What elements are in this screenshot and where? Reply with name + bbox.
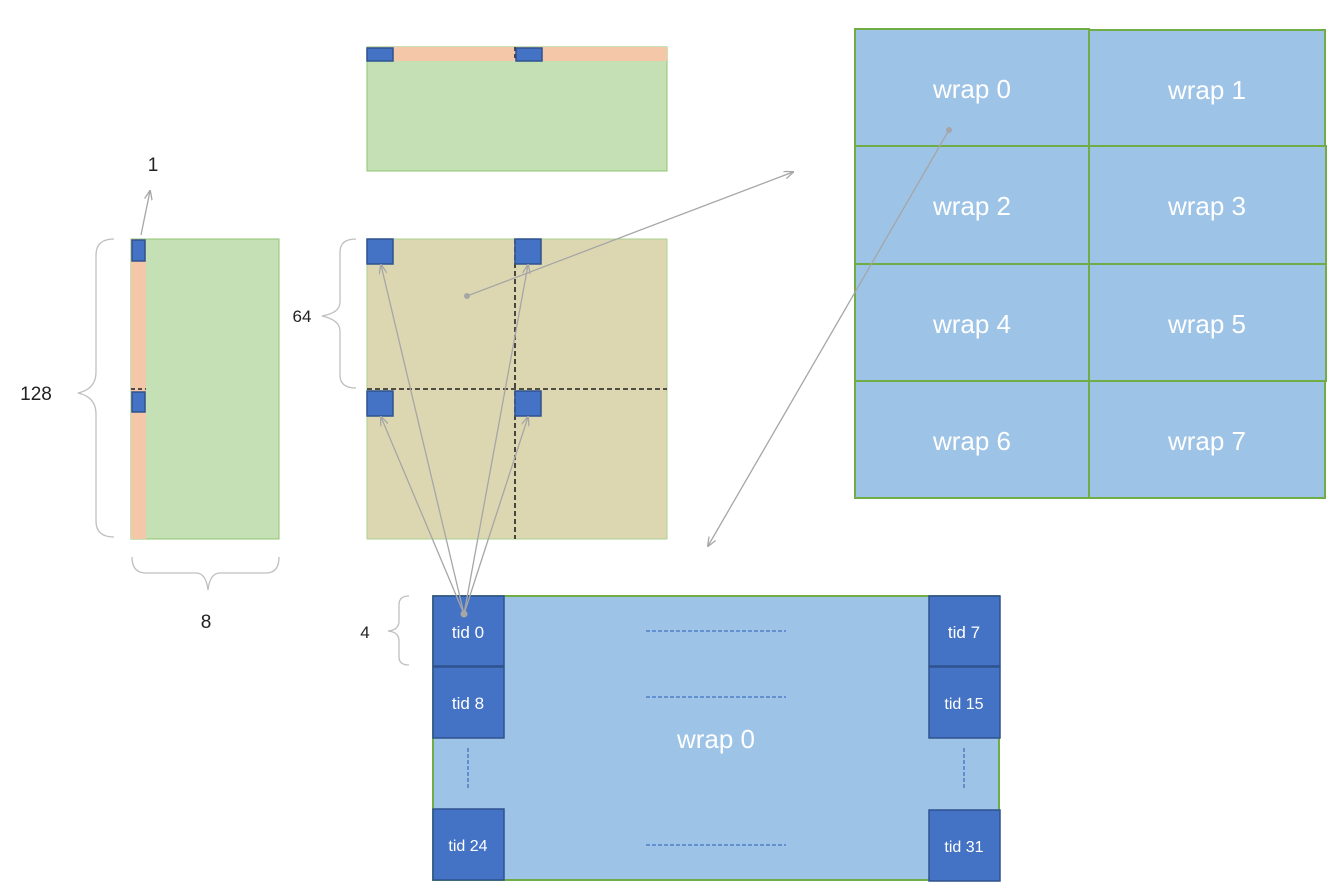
warp-detail-body	[432, 595, 1000, 881]
left-matrix-block-top	[131, 239, 146, 262]
label-dim-8: 8	[201, 612, 212, 633]
center-block-bl	[366, 390, 394, 417]
brace-8	[131, 556, 280, 591]
arrow-tid0-to-block-br	[463, 417, 528, 615]
tid-label-31: tid 31	[944, 839, 983, 856]
warp-label-7: wrap 7	[1167, 426, 1246, 456]
warp-label-1: wrap 1	[1167, 75, 1246, 105]
tid-box-15	[928, 666, 1001, 739]
tid-box-8	[432, 666, 505, 739]
tid-label-8: tid 8	[452, 694, 484, 713]
tid-box-7	[928, 595, 1001, 667]
tid-label-7: tid 7	[948, 623, 980, 642]
tid-box-31	[928, 809, 1001, 882]
warp-cell-6	[854, 380, 1090, 499]
tid-box-24	[432, 808, 505, 881]
warp-detail-title: wrap 0	[676, 724, 755, 754]
grid-to-detail-arrow	[708, 127, 952, 546]
warp-grid: wrap 0 wrap 1 wrap 2 wrap 3 wrap 4 wrap …	[854, 28, 1327, 499]
warp-label-4: wrap 4	[932, 309, 1011, 339]
label-dim-4: 4	[360, 623, 369, 642]
warp-label-6: wrap 6	[932, 426, 1011, 456]
tid-to-block-arrows	[381, 265, 528, 618]
tid-label-15: tid 15	[944, 696, 983, 713]
warp-label-0: wrap 0	[932, 74, 1011, 104]
center-matrix: 64	[293, 238, 668, 540]
tid-label-0: tid 0	[452, 623, 484, 642]
arrow-tid0-to-block-tr	[463, 265, 528, 615]
center-to-grid-arrow	[464, 172, 793, 299]
top-matrix-block-left	[366, 47, 394, 62]
brace-128	[77, 238, 115, 538]
tid-label-24: tid 24	[448, 838, 487, 855]
warp-cell-7	[1088, 380, 1326, 499]
top-matrix-block-mid	[515, 47, 543, 62]
arrow-tid0-to-block-tl	[381, 265, 465, 615]
center-block-tl	[366, 238, 394, 265]
top-matrix-body	[366, 46, 668, 172]
label-dim-128: 128	[20, 384, 52, 405]
warp-label-2: wrap 2	[932, 191, 1011, 221]
left-matrix-width-arrow	[140, 191, 150, 236]
top-matrix	[366, 46, 668, 172]
warp-cell-4	[854, 263, 1090, 382]
left-matrix-block-mid	[131, 391, 146, 413]
brace-4	[387, 595, 410, 666]
center-block-br	[514, 390, 542, 417]
left-matrix: 1 128 8	[20, 155, 280, 633]
brace-64	[321, 238, 357, 389]
warp-detail: wrap 0 tid 0 tid 7 tid 8 tid 15 tid 24 t…	[360, 595, 1001, 882]
warp-cell-0	[854, 28, 1090, 147]
label-dim-1: 1	[148, 155, 159, 176]
center-block-tr	[514, 238, 542, 265]
label-dim-64: 64	[293, 307, 312, 326]
left-matrix-body	[130, 238, 280, 540]
warp-cell-2	[854, 145, 1090, 265]
tid-box-0	[432, 595, 505, 667]
warp-cell-1	[1088, 29, 1326, 147]
arrow-tid0-to-block-bl	[381, 417, 465, 615]
warp-label-5: wrap 5	[1167, 309, 1246, 339]
warp-label-3: wrap 3	[1167, 191, 1246, 221]
